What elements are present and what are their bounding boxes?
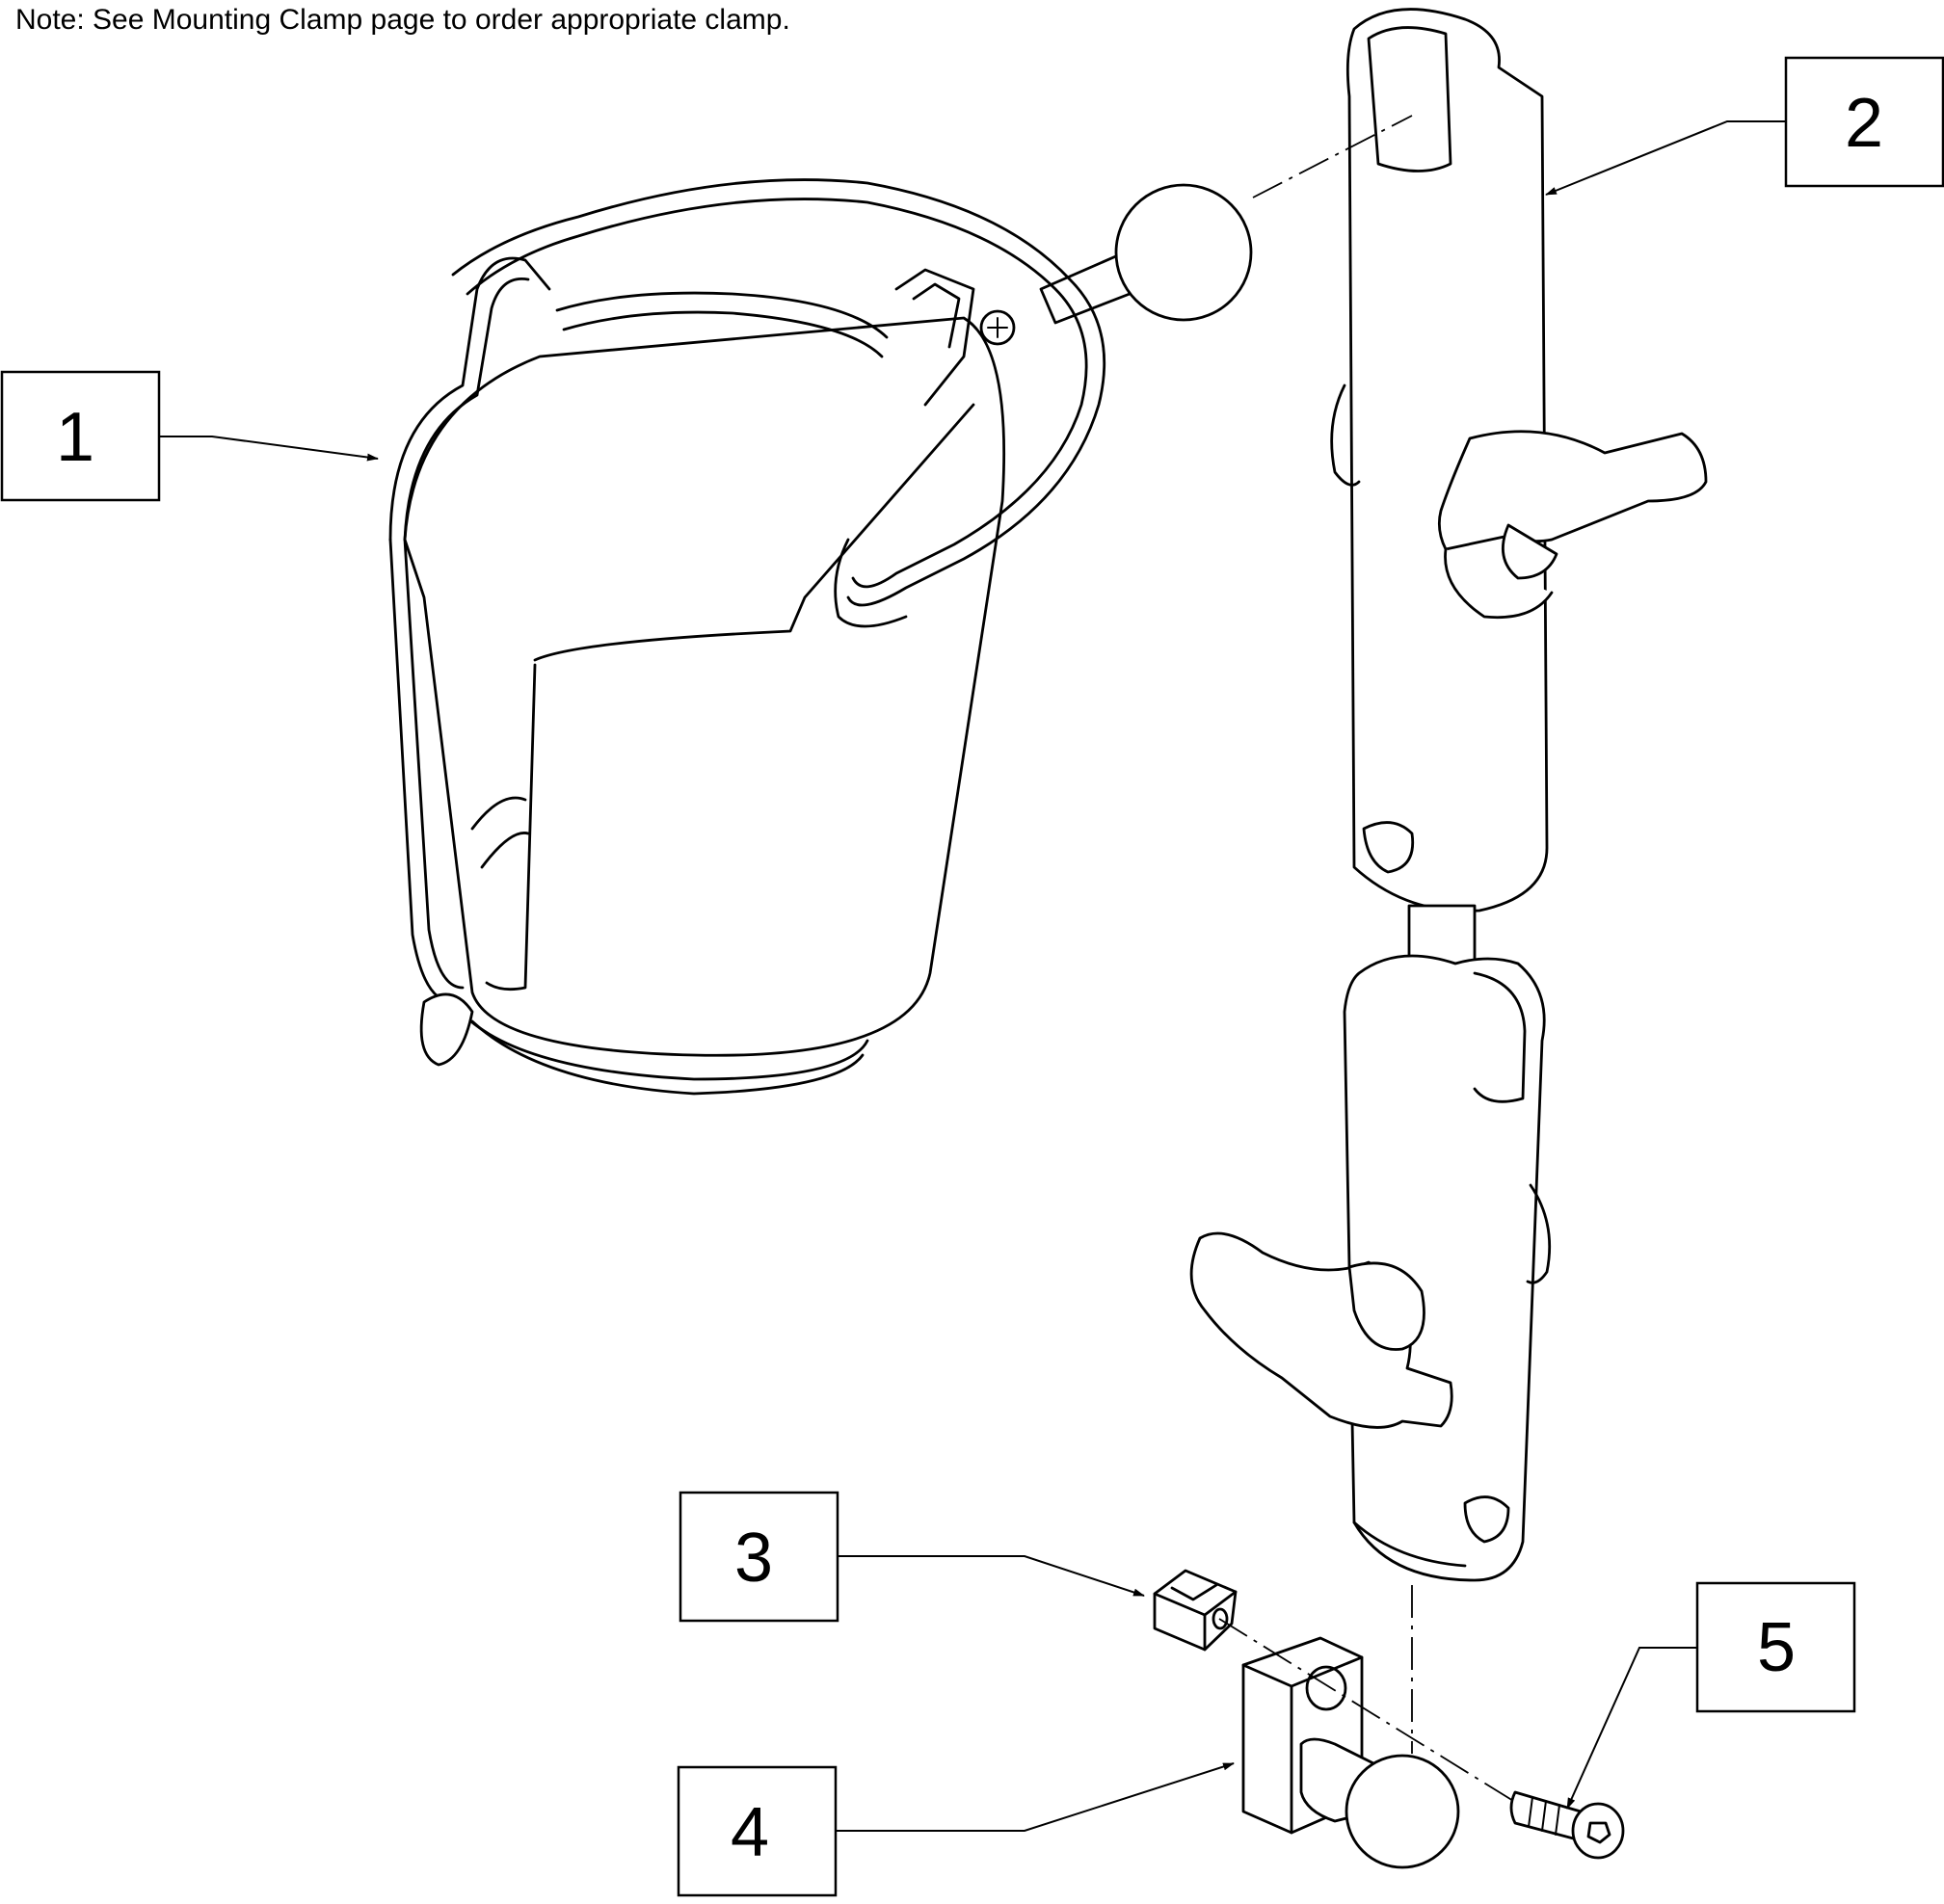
leader-line-4 (836, 1762, 1235, 1832)
socket-screw-part (1509, 1790, 1625, 1860)
double-socket-arm-part (1189, 8, 1708, 1582)
leader-line-2 (1545, 120, 1786, 196)
callout-number-1: 1 (56, 399, 94, 476)
assembly-center-lines (1218, 115, 1519, 1805)
callout-5: 5 (1566, 1581, 1856, 1810)
callout-box-5 (1695, 1581, 1856, 1713)
cup-holder-part (388, 178, 1253, 1096)
clamp-block-part (1241, 1636, 1460, 1869)
callout-number-5: 5 (1757, 1609, 1796, 1686)
callout-box-4 (677, 1765, 838, 1897)
nut-part (1153, 1569, 1238, 1652)
callout-2: 2 (1545, 56, 1944, 196)
callout-4: 4 (677, 1762, 1235, 1897)
diagram-note: Note: See Mounting Clamp page to order a… (15, 4, 790, 36)
callout-number-2: 2 (1845, 85, 1883, 162)
leader-line-3 (838, 1555, 1145, 1597)
callout-1: 1 (0, 370, 379, 502)
leader-line-1 (159, 436, 379, 462)
callout-number-4: 4 (731, 1794, 769, 1871)
leader-line-5 (1566, 1647, 1697, 1810)
callout-box-1 (0, 370, 161, 502)
callout-number-3: 3 (734, 1520, 773, 1597)
callout-3: 3 (679, 1491, 1145, 1623)
